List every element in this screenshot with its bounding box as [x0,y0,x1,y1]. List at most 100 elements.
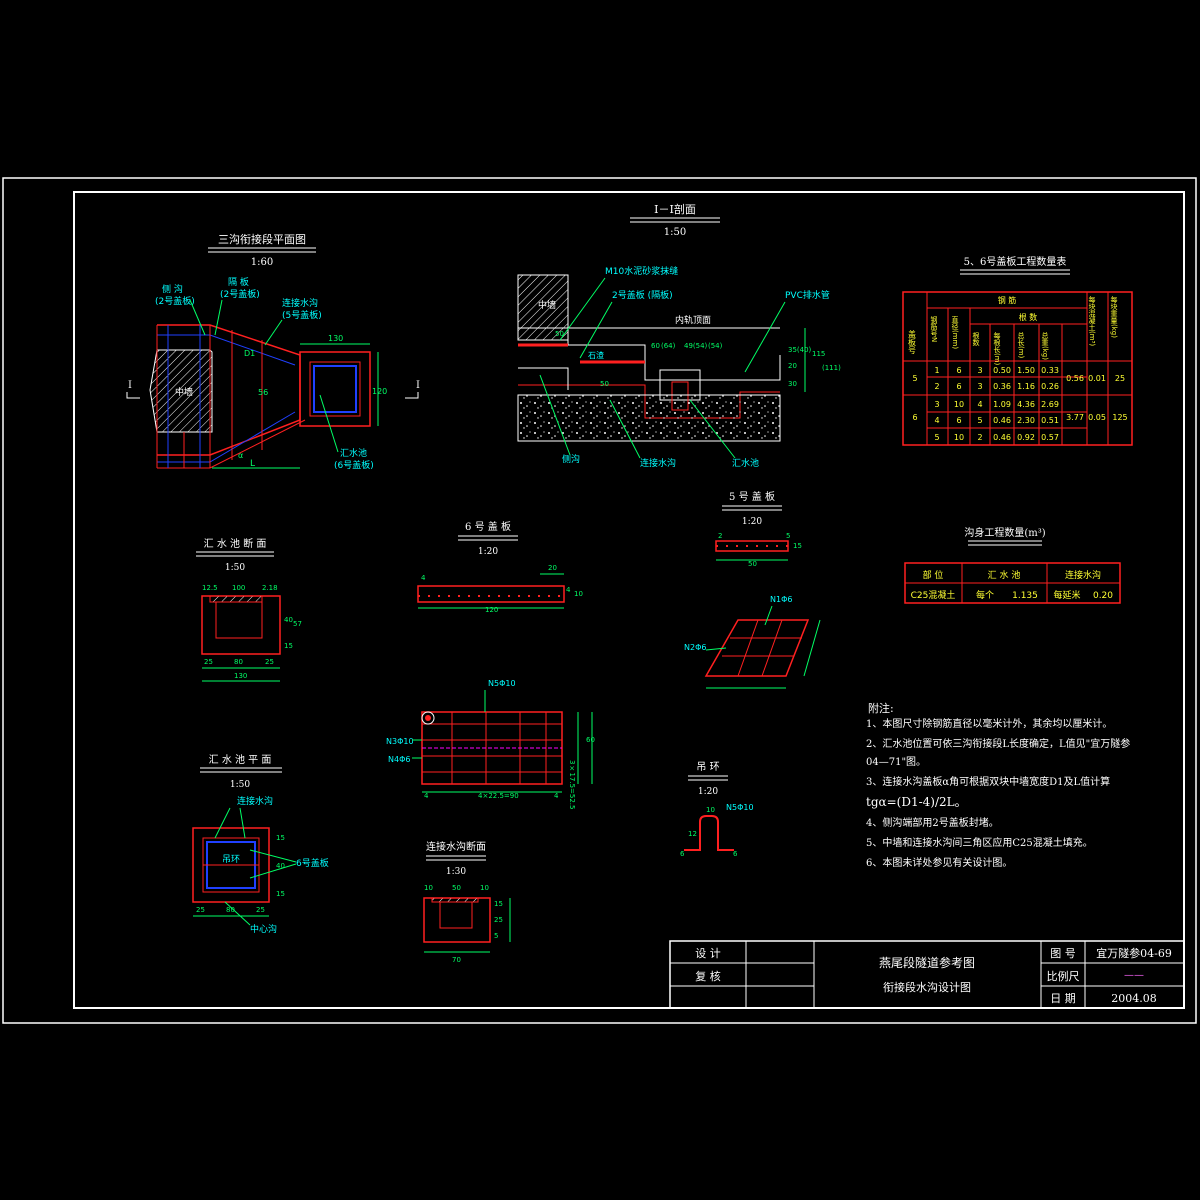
cover6-rebar-0: N5Φ10 [488,679,516,688]
tb-design: 设 计 [695,947,721,960]
cover6-bot-0: 4 [424,792,429,800]
section-dim-0: 50 [555,330,564,338]
tb-drawing-name: 衔接段水沟设计图 [883,980,971,994]
label-cover2: 2号盖板 (隔板) [612,289,673,301]
label-gravel: 石渣 [588,350,604,360]
cover6-dim-3: 4 [566,586,571,594]
note-5: 4、侧沟端部用2号盖板封堵。 [866,816,999,829]
cover5-iso [704,619,810,677]
label-connect-note: (5号盖板) [282,309,322,321]
qt-cell-len: 0.50 [993,366,1011,375]
cover6-rebar-2: N4Φ6 [388,755,410,764]
qt-cell-cnt: 3 [977,382,982,391]
qt-cell-len: 0.46 [993,416,1011,425]
qt-cell-vol: 0.01 [1088,374,1106,383]
qt-cell-tlen: 4.36 [1017,400,1035,409]
cover6-side-0: 3×17.5=52.5 [568,760,576,810]
qt-cell-d: 10 [954,433,964,442]
label-side-ditch: 侧 沟 [162,283,183,295]
sump-section-dim-4: 57 [293,620,302,628]
hdr-total-weight: 每块重量(kg) [1110,295,1118,338]
ring-label-1: 10 [706,806,715,814]
hdr-total-len: 总长(m) [1017,331,1025,358]
cover6-bot-2: 4 [554,792,559,800]
cover5-title: 5 号 盖 板 [729,490,775,503]
qt-cell-vol: 0.05 [1088,413,1106,422]
qt-cell-w: 125 [1112,413,1127,422]
note-1: 2、汇水池位置可依三沟衔接段L长度确定，L值见"宜万隧参 [866,737,1130,750]
inner-border [73,191,1185,1009]
connect-dim-2: 10 [480,884,489,892]
label-sump: 汇水池 [340,447,367,459]
section-scale: 1:50 [664,227,686,238]
ring-label-4: 6 [733,850,738,858]
sump-section-dim-8: 25 [265,658,274,666]
sump-plan-ring: 吊环 [222,854,240,865]
cover5-rebar-1: N2Φ6 [684,643,706,652]
section-dims: 50 60 (64) 49(54) (54) 115 (111) 35(40) … [555,330,841,388]
qt-cell-n: 1 [934,366,939,375]
note-6: 5、中墙和连接水沟间三角区应用C25混凝土填充。 [866,836,1093,849]
section-title: I－I剖面 [654,202,696,216]
qt-cell-kg: 0.57 [1041,433,1059,442]
qt-cell-kg: 0.33 [1041,366,1059,375]
sump-plan-dim-4: 80 [226,906,235,914]
quantity-table-title: 5、6号盖板工程数量表 [964,255,1067,268]
ct-r4: 0.20 [1093,591,1113,601]
label-partition-note: (2号盖板) [220,288,260,300]
qt-cell-d: 6 [956,416,961,425]
sump-plan-view: 汇 水 池 平 面 1:50 连接水沟 吊环 6号盖板 中心沟 15 40 15… [192,753,329,935]
qt-cell-conc: 0.56 [1066,374,1084,383]
tb-review: 复 核 [695,969,721,983]
hdr-weight: 总重(kg) [1041,331,1049,360]
qt-cell-tlen: 1.50 [1017,366,1035,375]
cover5-view: 5 号 盖 板 1:20 2 50 15 5 N1Φ6 N2Φ6 [684,490,821,689]
connect-dim-0: 10 [424,884,433,892]
connect-dim-3: 70 [452,956,461,964]
qt-cell-w: 25 [1115,374,1125,383]
label-side-ditch-note: (2号盖板) [155,295,195,307]
tb-scale-label: 比例尺 [1047,969,1080,983]
qt-cell-cnt: 5 [977,416,982,425]
section-dim-7: 35(40) [788,346,812,354]
connect-dim-1: 50 [452,884,461,892]
cover6-view: 6 号 盖 板 1:20 4 20 120 4 10 N5Φ10 N3Φ10 N… [386,520,595,810]
ct-r0: C25混凝土 [911,589,956,601]
title-block: 设 计 复 核 燕尾段隧道参考图 衔接段水沟设计图 图 号 宜万隧参04-69 … [669,940,1185,1009]
section-dim-8: 20 [788,362,797,370]
label-partition: 隔 板 [228,276,249,288]
sump-plan-dim-0: 15 [276,834,285,842]
hanging-ring-view: 吊 环 1:20 N5Φ10 10 12 6 6 [680,761,754,858]
qt-cell-cover: 6 [912,413,917,422]
sump-plan-dim-1: 40 [276,862,285,870]
tb-date-value: 2004.08 [1111,992,1157,1005]
section-mark-left: I [128,380,132,391]
sump-plan-dim-2: 15 [276,890,285,898]
qt-cell-cnt: 2 [977,433,982,442]
section-dim-4: (54) [708,342,723,350]
concrete-table-title: 沟身工程数量(m³) [964,526,1045,539]
cover6-scale: 1:20 [478,547,498,557]
section-dim-5: 115 [812,350,825,358]
hdr-unit-len: 每根长(m) [993,331,1001,365]
section-dim-10: 50 [600,380,609,388]
cover6-elev-dims: 4 20 120 4 10 [421,564,583,614]
sump-section-dim-2: 2.18 [262,584,278,592]
gravel-fill [517,394,781,442]
outer-border [2,177,1197,1024]
sump-section-dim-6: 25 [204,658,213,666]
section-dim-3: 49(54) [684,342,708,350]
ring-label-0: N5Φ10 [726,803,754,812]
cover5-dim-0: 2 [718,532,722,540]
tb-date-label: 日 期 [1050,992,1076,1005]
qt-cell-n: 5 [934,433,939,442]
qt-cell-d: 10 [954,400,964,409]
dim-alpha: α [238,451,243,460]
dim-130: 130 [328,334,343,343]
label-pvc: PVC排水管 [785,289,830,301]
ct-h1: 汇 水 池 [988,569,1021,581]
section-11-view: I－I剖面 1:50 中墙 M10水泥砂浆抹缝 2号盖板 (隔板) PVC排水管… [517,202,841,469]
quantity-table: 5、6号盖板工程数量表 盖板号 钢 筋 根 数 钢筋号N 直径(mm) 根数 每… [902,255,1133,446]
